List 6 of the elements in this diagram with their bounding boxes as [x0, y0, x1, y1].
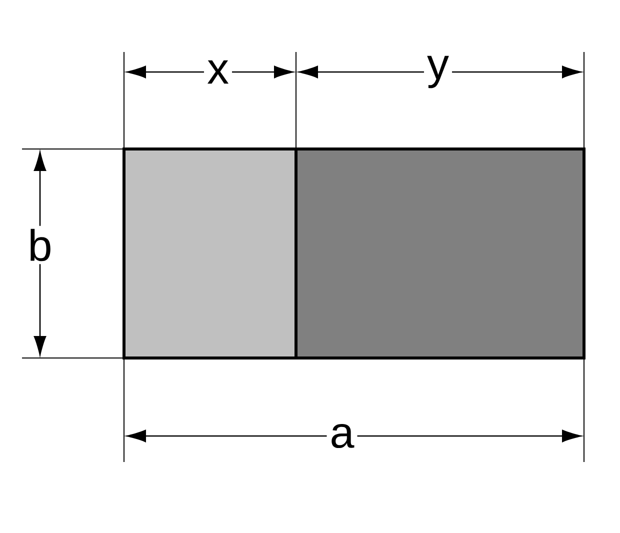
dimension-label: y — [424, 52, 452, 92]
shaded-rectangle — [122, 148, 298, 360]
dimension-label: x — [204, 57, 232, 87]
dimension-label: a — [326, 420, 358, 452]
dimension-label: b — [24, 226, 56, 264]
shaded-rectangle — [294, 148, 586, 360]
